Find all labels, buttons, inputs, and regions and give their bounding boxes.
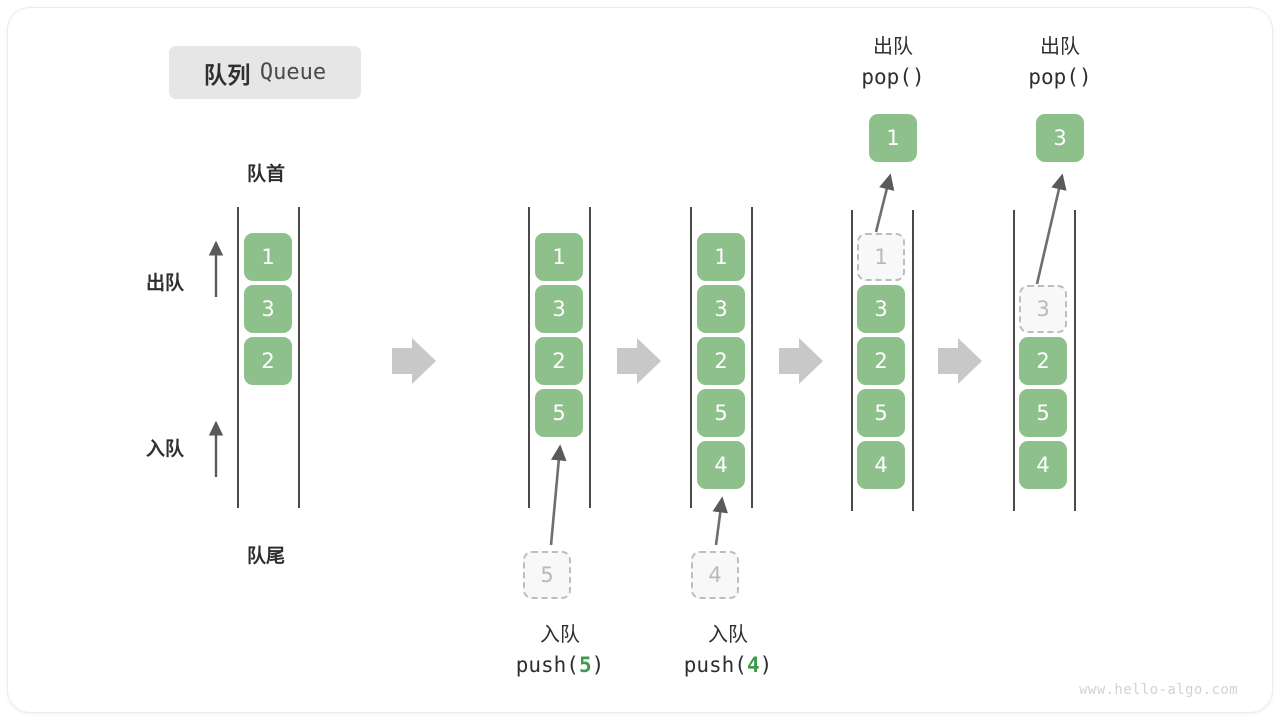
operation-label-cn: 出队	[873, 36, 913, 58]
operation-code: push(4)	[684, 650, 773, 680]
operation-caption-pop-3: 出队 pop()	[1028, 33, 1091, 92]
queue-cell: 2	[535, 337, 583, 385]
title-english: Queue	[259, 60, 327, 85]
queue-cell: 3	[697, 285, 745, 333]
queue-cell: 3	[244, 285, 292, 333]
popped-cell: 3	[1036, 114, 1084, 162]
popped-cell: 1	[869, 114, 917, 162]
incoming-ghost-cell: 4	[691, 551, 739, 599]
code-prefix: push(	[683, 653, 747, 677]
dequeue-direction-label: 出队	[146, 273, 185, 294]
rail-right	[1074, 210, 1076, 511]
code-argument: 4	[746, 653, 760, 677]
queue-head-label: 队首	[246, 164, 286, 185]
rail-left	[528, 207, 530, 508]
queue-cell-new: 4	[697, 441, 745, 489]
queue-cell: 4	[1019, 441, 1067, 489]
queue-cell: 2	[697, 337, 745, 385]
queue-cell: 1	[244, 233, 292, 281]
rail-left	[1013, 210, 1015, 511]
operation-caption-push-5: 入队 push(5)	[516, 621, 605, 680]
incoming-ghost-cell: 5	[523, 551, 571, 599]
operation-caption-pop-1: 出队 pop()	[861, 33, 924, 92]
rail-right	[912, 210, 914, 511]
rail-left	[237, 207, 239, 508]
queue-cell: 3	[857, 285, 905, 333]
operation-label-cn: 出队	[1040, 36, 1080, 58]
queue-cell: 5	[697, 389, 745, 437]
outgoing-ghost-cell: 1	[857, 233, 905, 281]
rail-right	[298, 207, 300, 508]
code-suffix: )	[591, 653, 605, 677]
queue-cell: 1	[535, 233, 583, 281]
code-suffix: )	[759, 653, 773, 677]
operation-code: pop()	[861, 65, 925, 89]
queue-cell: 2	[857, 337, 905, 385]
queue-cell: 5	[857, 389, 905, 437]
code-prefix: push(	[515, 653, 579, 677]
enqueue-direction-label: 入队	[146, 439, 185, 460]
rail-left	[851, 210, 853, 511]
operation-label-cn: 入队	[540, 624, 580, 646]
rail-right	[589, 207, 591, 508]
operation-code: pop()	[1028, 65, 1092, 89]
queue-cell: 3	[535, 285, 583, 333]
queue-cell: 2	[1019, 337, 1067, 385]
operation-caption-push-4: 入队 push(4)	[684, 621, 773, 680]
operation-code: push(5)	[516, 650, 605, 680]
diagram-title-badge: 队列 Queue	[169, 46, 361, 99]
queue-cell-new: 5	[535, 389, 583, 437]
rail-right	[751, 207, 753, 508]
code-argument: 5	[578, 653, 592, 677]
queue-tail-label: 队尾	[246, 546, 286, 567]
queue-cell: 2	[244, 337, 292, 385]
watermark: www.hello-algo.com	[1079, 682, 1238, 698]
diagram-frame	[8, 8, 1272, 712]
operation-label-cn: 入队	[708, 624, 748, 646]
queue-cell: 4	[857, 441, 905, 489]
outgoing-ghost-cell: 3	[1019, 285, 1067, 333]
queue-cell: 5	[1019, 389, 1067, 437]
queue-cell: 1	[697, 233, 745, 281]
rail-left	[690, 207, 692, 508]
title-chinese: 队列	[203, 61, 251, 88]
